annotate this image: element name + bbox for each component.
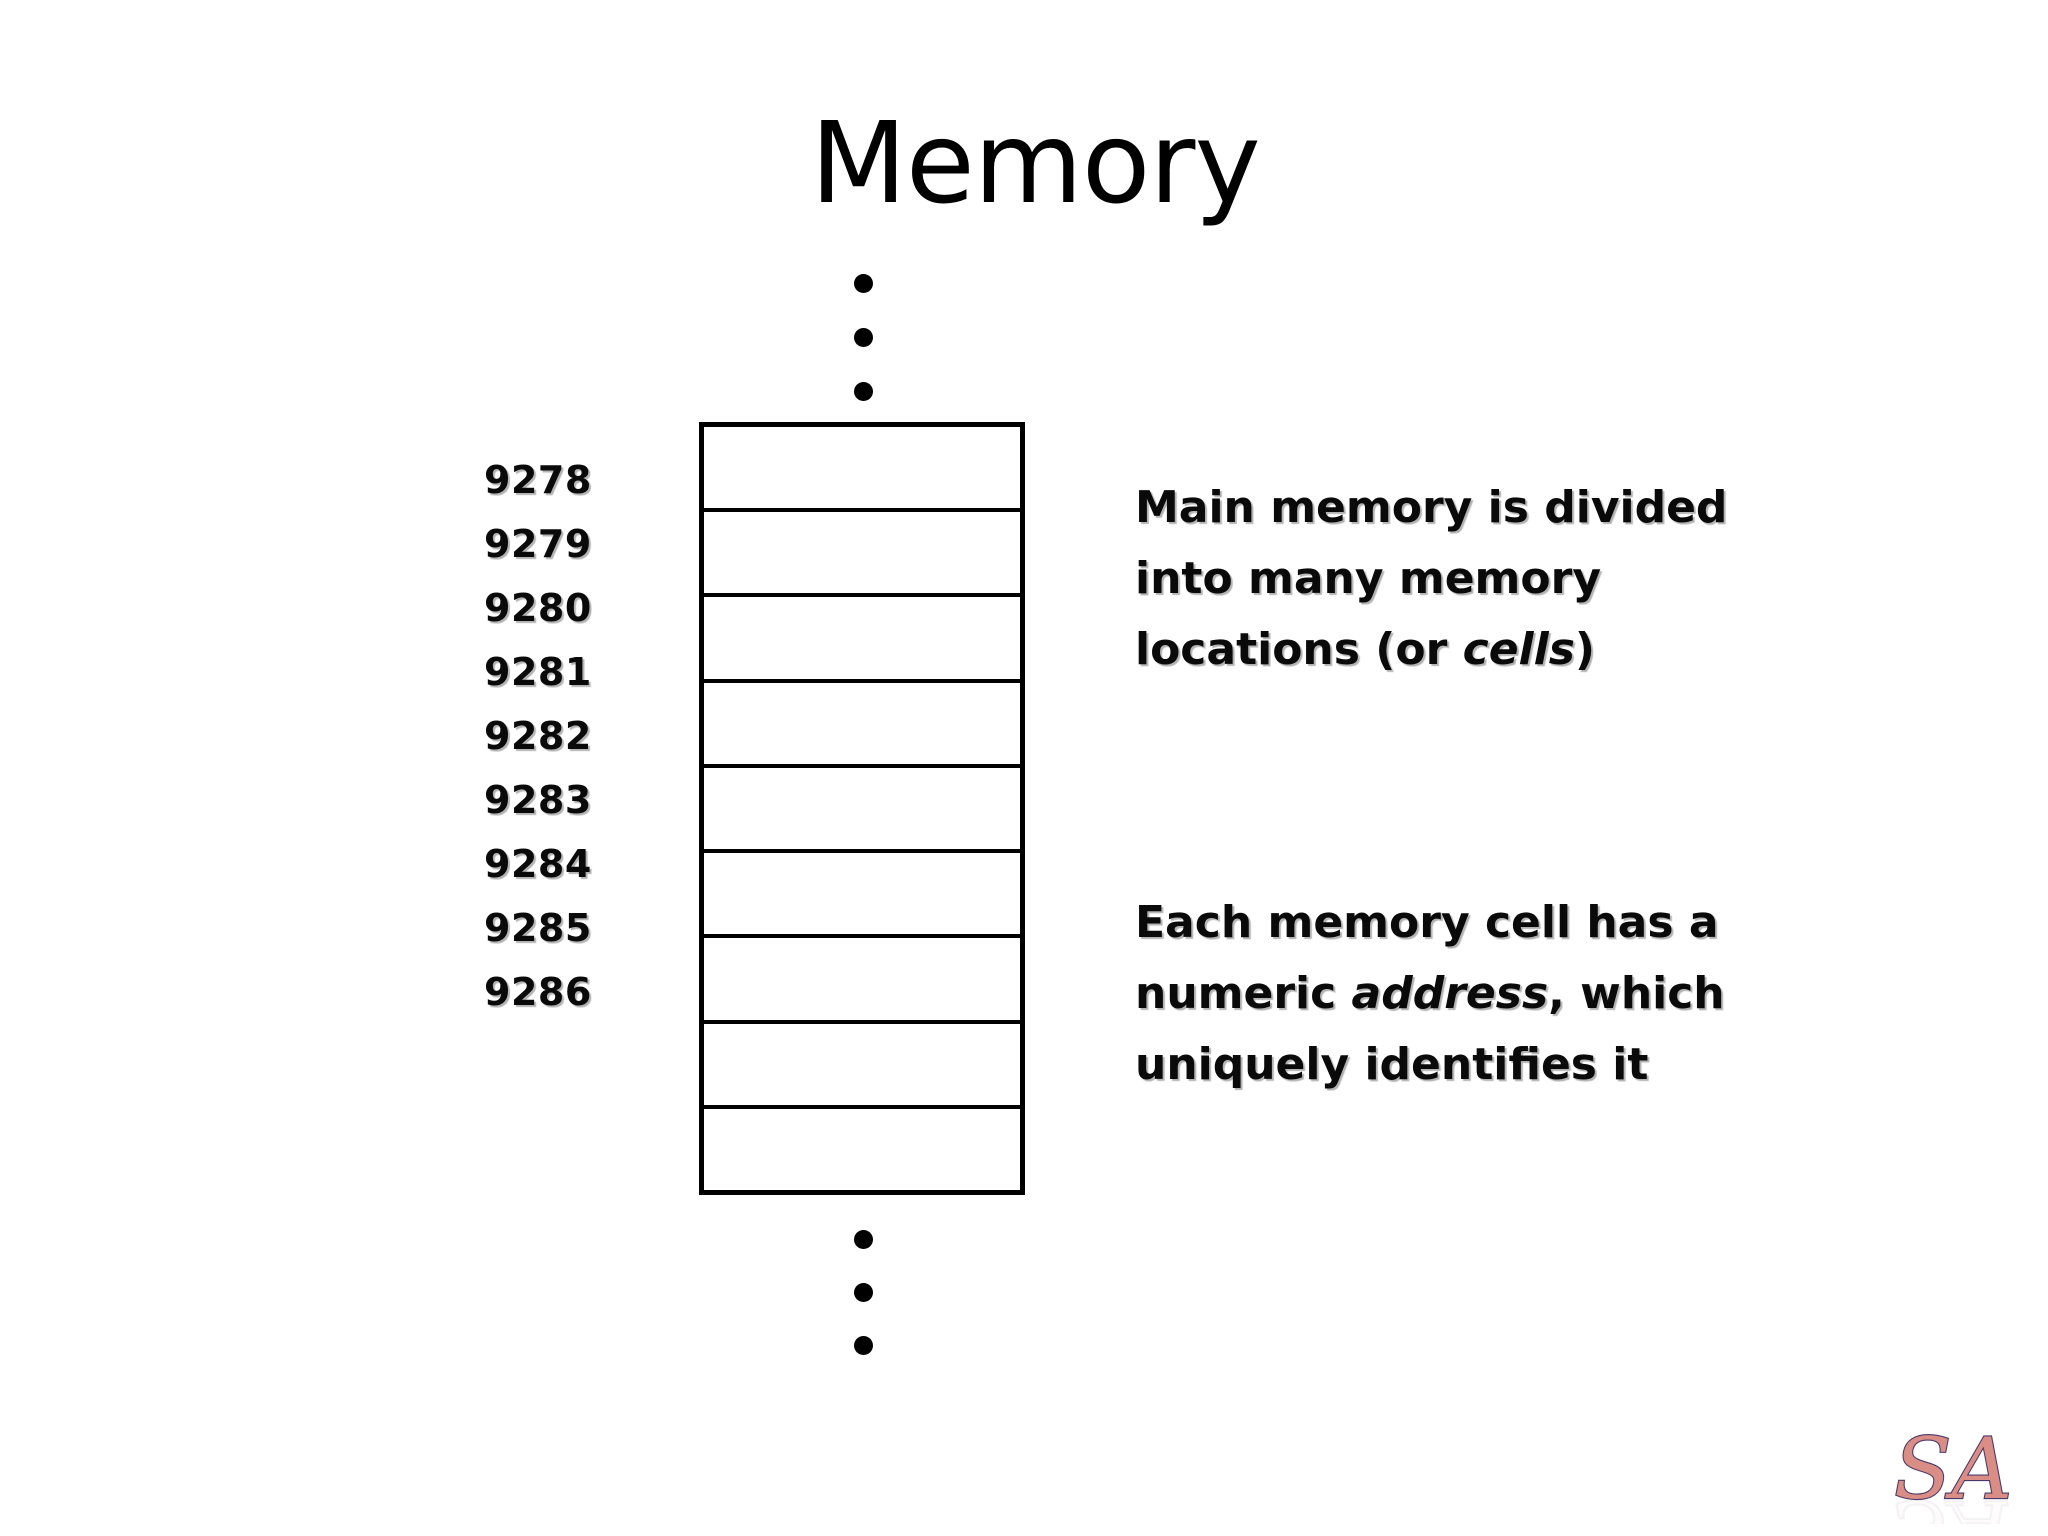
ellipsis-dot <box>853 382 873 401</box>
address-label: 9280 <box>484 586 592 630</box>
address-label: 9278 <box>484 458 592 502</box>
ellipsis-dot <box>853 1283 873 1302</box>
memory-cell <box>704 682 1020 768</box>
address-label: 9285 <box>484 906 592 950</box>
memory-cell <box>704 427 1020 513</box>
paragraph-1-emphasis: cells <box>1462 624 1575 675</box>
ellipsis-dot <box>853 1230 873 1249</box>
memory-cell-table <box>699 422 1025 1195</box>
address-label-column: 9278 9279 9280 9281 9282 9283 9284 9285 … <box>484 448 674 1024</box>
memory-cell <box>704 938 1020 1024</box>
body-paragraph-cell-address: Each memory cell has a numeric address, … <box>1135 887 1775 1100</box>
ellipsis-dot <box>853 328 873 347</box>
memory-cell <box>704 597 1020 683</box>
address-label: 9282 <box>484 714 592 758</box>
paragraph-1-lead: Main memory is divided into many memory … <box>1135 482 1728 675</box>
sa-logo-text: SA <box>1894 1420 2012 1518</box>
paragraph-2-emphasis: address <box>1351 968 1549 1019</box>
address-label: 9286 <box>484 970 592 1014</box>
address-label: 9284 <box>484 842 592 886</box>
memory-cell <box>704 512 1020 598</box>
address-label: 9283 <box>484 778 592 822</box>
address-label: 9279 <box>484 522 592 566</box>
memory-cell <box>704 1023 1020 1109</box>
sa-logo-icon: SA SA <box>1893 1419 2013 1524</box>
page-title: Memory <box>810 99 1261 229</box>
sa-monogram-logo: SA SA <box>1888 1418 2020 1524</box>
paragraph-2-tail: , which uniquely identifies it <box>1135 968 1725 1090</box>
sa-logo-reflection: SA <box>1894 1481 2012 1524</box>
address-label: 9281 <box>484 650 592 694</box>
memory-cell <box>704 767 1020 854</box>
paragraph-2-lead: Each memory cell has a numeric <box>1135 897 1719 1019</box>
memory-cell <box>704 1108 1020 1190</box>
memory-cell <box>704 853 1020 939</box>
vertical-ellipsis-icon-top <box>843 274 883 401</box>
paragraph-1-tail: ) <box>1574 624 1596 675</box>
body-paragraph-memory-divided: Main memory is divided into many memory … <box>1135 472 1775 685</box>
vertical-ellipsis-icon-bottom <box>843 1230 883 1355</box>
ellipsis-dot <box>853 274 873 293</box>
ellipsis-dot <box>853 1336 873 1355</box>
